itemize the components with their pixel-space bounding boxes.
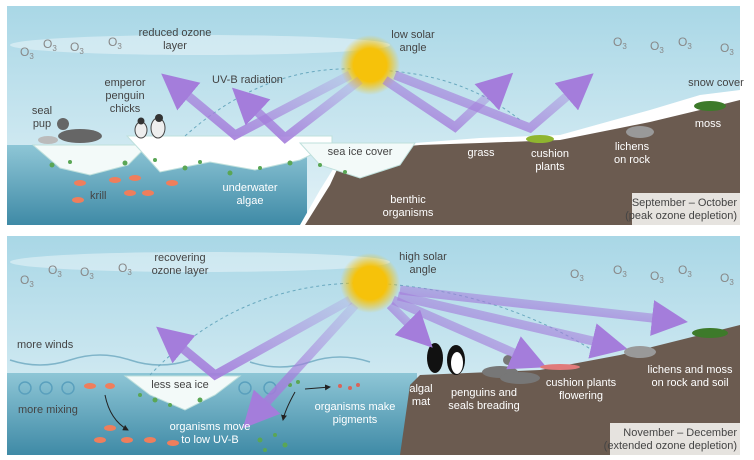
seal-label: pup xyxy=(33,118,51,130)
seal-label: seal xyxy=(32,105,52,117)
period-label: November – December xyxy=(623,427,737,439)
uv-b-arrows xyxy=(156,285,688,429)
cushion-label: cushion plants xyxy=(546,377,617,389)
cushion-label: plants xyxy=(535,161,565,173)
krill-move-arrow xyxy=(104,394,129,431)
panel-extended-depletion: O3 O3 O3 O3 O3 O3 O3 O3 O3 recovering oz… xyxy=(7,236,740,455)
moss-label: moss xyxy=(695,118,722,130)
sea-ice-cover xyxy=(298,142,416,179)
sun-label: angle xyxy=(410,264,437,276)
penguin-chicks-illustration xyxy=(134,114,166,139)
penguin-label: penguin xyxy=(105,90,144,102)
cushion-label: flowering xyxy=(559,390,603,402)
sun-label: high solar xyxy=(399,251,447,263)
sun xyxy=(340,253,400,313)
penguin-label: chicks xyxy=(110,103,141,115)
ozone-label: reduced ozone xyxy=(139,27,212,39)
algae-dots xyxy=(138,380,300,452)
breeding-label: penguins and xyxy=(451,387,517,399)
period-note: (peak ozone depletion) xyxy=(625,210,737,222)
ice-floe xyxy=(31,144,150,176)
sun-label: angle xyxy=(400,42,427,54)
pigments-label: pigments xyxy=(333,414,378,426)
algal-label: mat xyxy=(412,396,430,408)
krill xyxy=(72,175,178,203)
lichens-label: on rock and soil xyxy=(651,377,728,389)
winds-label: more winds xyxy=(17,339,74,351)
pigment-dots xyxy=(338,383,360,390)
period-box xyxy=(610,423,740,455)
sun-label: low solar xyxy=(391,29,435,41)
seal-and-pup-illustration xyxy=(38,118,102,144)
krill-label: krill xyxy=(90,190,107,202)
period-label: September – October xyxy=(632,197,738,209)
algae-label: underwater xyxy=(222,182,277,194)
uvb-label: UV-B radiation xyxy=(212,74,283,86)
sea-ice-label: less sea ice xyxy=(151,379,208,391)
period-box xyxy=(632,193,740,225)
pigment-arrow xyxy=(304,384,331,391)
algae-label: algae xyxy=(237,195,264,207)
ozone-label: ozone layer xyxy=(152,265,209,277)
ozone-label: layer xyxy=(163,40,187,52)
benthic-label: benthic xyxy=(390,194,426,206)
uv-b-arrows xyxy=(161,70,594,144)
panel-peak-depletion: O3 O3 O3 O3 O3 O3 O3 O3 reduced ozone la… xyxy=(7,6,744,225)
land xyxy=(400,325,740,455)
cushion-label: cushion xyxy=(531,148,569,160)
breeding-label: seals breading xyxy=(448,400,520,412)
snow-label: snow cover xyxy=(688,77,744,89)
move-label: to low UV-B xyxy=(181,434,238,446)
krill xyxy=(84,383,179,446)
benthic-label: organisms xyxy=(383,207,434,219)
ice-floe xyxy=(125,135,333,173)
penguin-label: emperor xyxy=(105,77,146,89)
period-note: (extended ozone depletion) xyxy=(604,440,737,452)
penguins-illustration xyxy=(427,343,465,375)
move-label: organisms move xyxy=(170,421,251,433)
mixing-label: more mixing xyxy=(18,404,78,416)
grass-label: grass xyxy=(468,147,495,159)
lichens-label: on rock xyxy=(614,154,651,166)
lichens-label: lichens xyxy=(615,141,650,153)
algal-label: algal xyxy=(409,383,432,395)
ozone-label: recovering xyxy=(154,252,205,264)
sea-ice-label: sea ice cover xyxy=(328,146,393,158)
underwater-algae-dots xyxy=(49,158,347,176)
lichens-label: lichens and moss xyxy=(648,364,733,376)
pigments-label: organisms make xyxy=(315,401,396,413)
organism-move-arrow xyxy=(281,391,296,421)
